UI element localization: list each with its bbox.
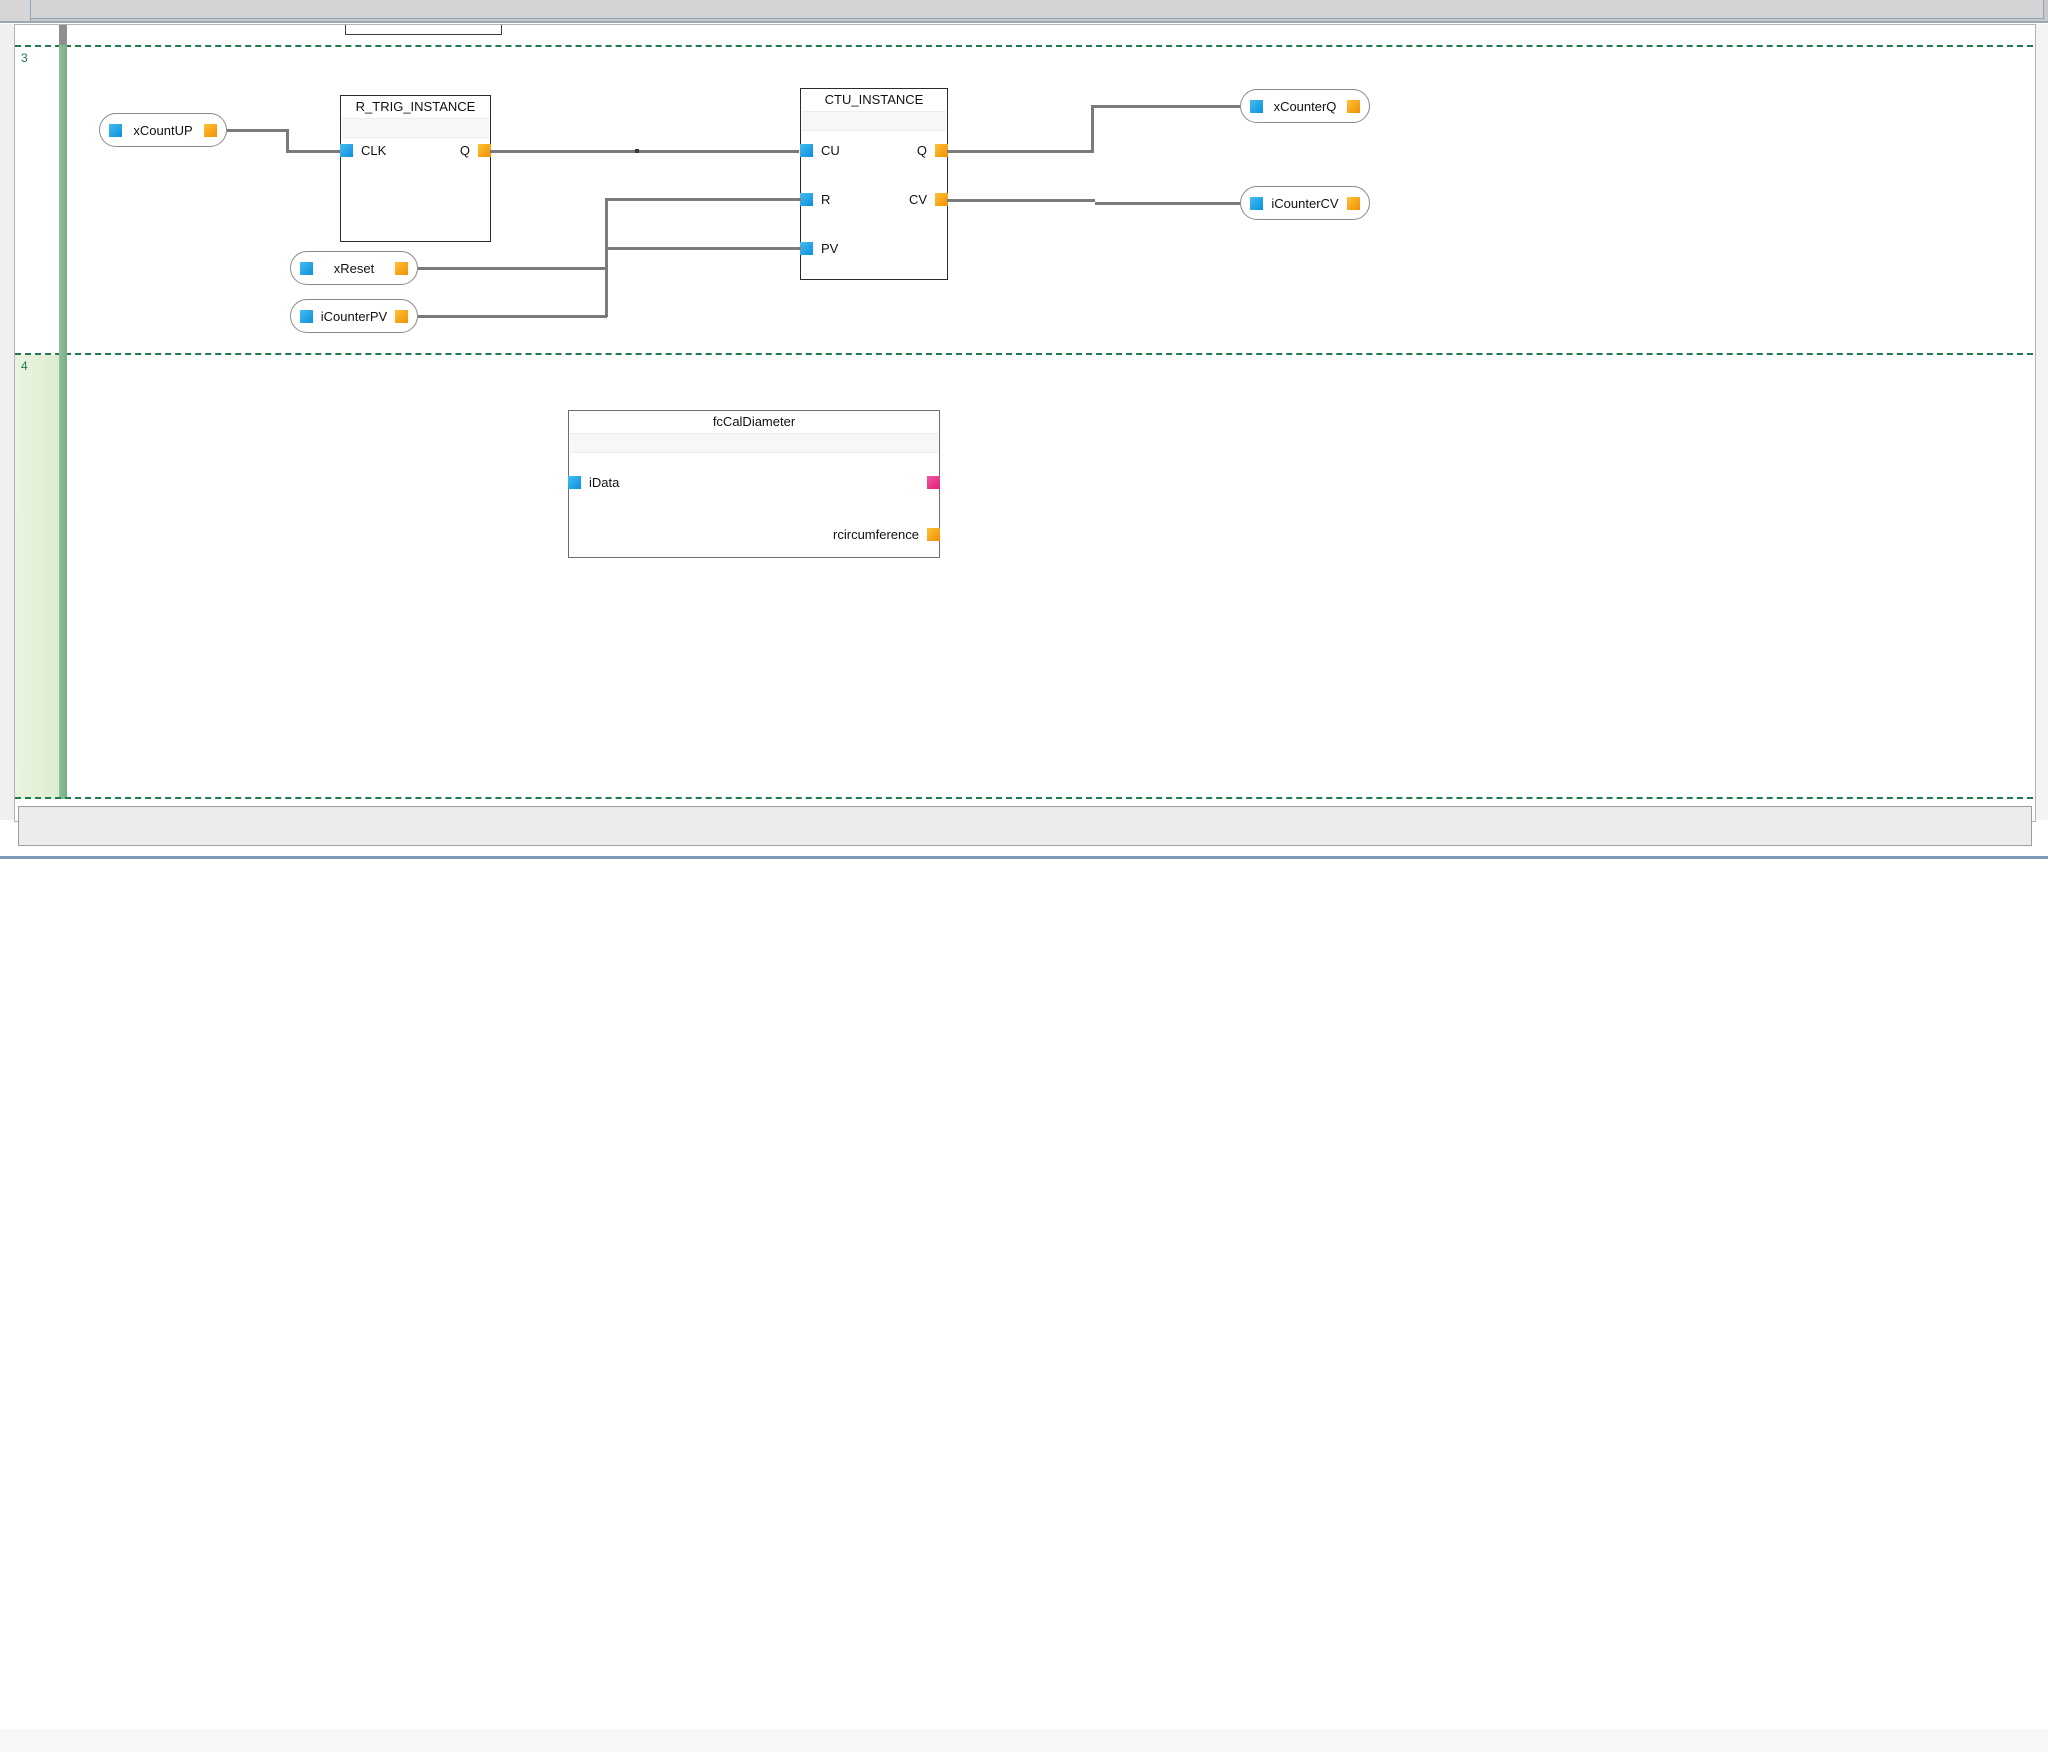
network-separator-top xyxy=(15,45,2033,47)
pin-cv-label: CV xyxy=(908,192,927,207)
wire-ctu-q-to-xcounterq-c xyxy=(1091,105,1240,108)
variable-input-pin-icon xyxy=(109,124,122,137)
pin-q-icon[interactable] xyxy=(478,144,491,157)
wire-xreset-to-ctu-r-a xyxy=(418,267,607,270)
wire-xcountup-to-rtrig-c xyxy=(286,150,341,153)
pin-q-label: Q xyxy=(916,143,927,158)
variable-label: iCounterPV xyxy=(320,309,388,324)
power-rail-previous xyxy=(59,25,67,45)
pin-r-label: R xyxy=(821,192,831,207)
pin-cu-icon[interactable] xyxy=(800,144,813,157)
variable-box-icounterpv[interactable]: iCounterPV xyxy=(290,299,418,333)
window-bottom-divider xyxy=(0,856,2048,859)
network-number-4: 4 xyxy=(21,359,28,373)
variable-box-icountercv[interactable]: iCounterCV xyxy=(1240,186,1370,220)
variable-input-pin-icon xyxy=(1250,100,1263,113)
editor-left-gutter xyxy=(0,24,15,820)
function-block-band xyxy=(570,433,938,453)
function-block-ctu-instance[interactable]: CTU_INSTANCE CU R PV Q CV xyxy=(800,88,948,280)
variable-output-pin-icon xyxy=(395,310,408,323)
toolbar-divider xyxy=(0,21,2048,23)
network-separator-3-4 xyxy=(15,353,2033,355)
pin-return-icon[interactable] xyxy=(927,476,940,489)
pin-q-label: Q xyxy=(459,143,470,158)
function-block-band xyxy=(342,118,489,138)
variable-label: xReset xyxy=(333,261,375,276)
bottom-panel xyxy=(0,859,2048,1752)
pin-q-icon[interactable] xyxy=(935,144,948,157)
function-block-title: CTU_INSTANCE xyxy=(801,89,947,111)
pin-pv-label: PV xyxy=(821,241,839,256)
variable-output-pin-icon xyxy=(395,262,408,275)
variable-label: xCountUP xyxy=(133,123,193,138)
variable-box-xcountup[interactable]: xCountUP xyxy=(99,113,227,147)
variable-output-pin-icon xyxy=(1347,100,1360,113)
toolbar-strip xyxy=(0,0,2048,22)
function-block-fccaldiameter[interactable]: fcCalDiameter iData rcircumference xyxy=(568,410,940,558)
wire-icounterpv-to-ctu-pv-b xyxy=(605,247,608,317)
variable-input-pin-icon xyxy=(300,262,313,275)
pin-clk-label: CLK xyxy=(361,143,387,158)
editor-right-gutter[interactable] xyxy=(2034,24,2048,820)
variable-box-xcounterq[interactable]: xCounterQ xyxy=(1240,89,1370,123)
network-number-3: 3 xyxy=(21,51,28,65)
variable-output-pin-icon xyxy=(1347,197,1360,210)
toolbar-panel[interactable] xyxy=(30,0,2044,19)
wire-junction-dot xyxy=(635,149,639,153)
toolbar-left-gutter xyxy=(0,0,31,22)
previous-network-block[interactable] xyxy=(345,25,502,35)
wire-xcountup-to-rtrig-a xyxy=(227,129,289,132)
pin-rcircumference-label: rcircumference xyxy=(833,527,919,542)
variable-box-xreset[interactable]: xReset xyxy=(290,251,418,285)
wire-xcountup-to-rtrig-b xyxy=(286,129,289,153)
function-block-band xyxy=(802,111,946,131)
bottom-panel-inner xyxy=(0,1729,2048,1752)
function-block-r-trig-instance[interactable]: R_TRIG_INSTANCE CLK Q xyxy=(340,95,491,242)
wire-xreset-to-ctu-r-c xyxy=(605,198,801,201)
variable-label: xCounterQ xyxy=(1273,99,1337,114)
wire-ctu-q-to-xcounterq-b xyxy=(1091,105,1094,153)
power-rail-network-4[interactable] xyxy=(59,353,67,799)
diagram-canvas[interactable]: 3 xCountUP R_TRIG_INSTANCE CLK Q xyxy=(15,25,2033,819)
pin-idata-icon[interactable] xyxy=(568,476,581,489)
status-strip xyxy=(18,806,2032,846)
wire-rtrig-q-to-ctu-cu-a xyxy=(490,150,636,153)
pin-cu-label: CU xyxy=(821,143,840,158)
wire-icounterpv-to-ctu-pv-a xyxy=(418,315,607,318)
pin-pv-icon[interactable] xyxy=(800,242,813,255)
wire-ctu-cv-to-icountercv-b xyxy=(1095,202,1240,205)
network-separator-bottom xyxy=(15,797,2033,799)
wire-ctu-cv-to-icountercv-a xyxy=(947,199,1095,202)
wire-ctu-q-to-xcounterq-a xyxy=(947,150,1094,153)
wire-rtrig-q-to-ctu-cu-b xyxy=(636,150,799,153)
network-4-selection-highlight xyxy=(15,355,59,799)
variable-label: iCounterCV xyxy=(1271,196,1339,211)
wire-xreset-to-ctu-r-b xyxy=(605,198,608,268)
power-rail-network-3[interactable] xyxy=(59,45,67,353)
pin-rcircumference-icon[interactable] xyxy=(927,528,940,541)
variable-input-pin-icon xyxy=(1250,197,1263,210)
function-block-title: fcCalDiameter xyxy=(569,411,939,433)
variable-input-pin-icon xyxy=(300,310,313,323)
wire-icounterpv-to-ctu-pv-c xyxy=(605,247,801,250)
pin-cv-icon[interactable] xyxy=(935,193,948,206)
function-block-title: R_TRIG_INSTANCE xyxy=(341,96,490,118)
pin-r-icon[interactable] xyxy=(800,193,813,206)
pin-idata-label: iData xyxy=(589,475,620,490)
variable-output-pin-icon xyxy=(204,124,217,137)
pin-clk-icon[interactable] xyxy=(340,144,353,157)
